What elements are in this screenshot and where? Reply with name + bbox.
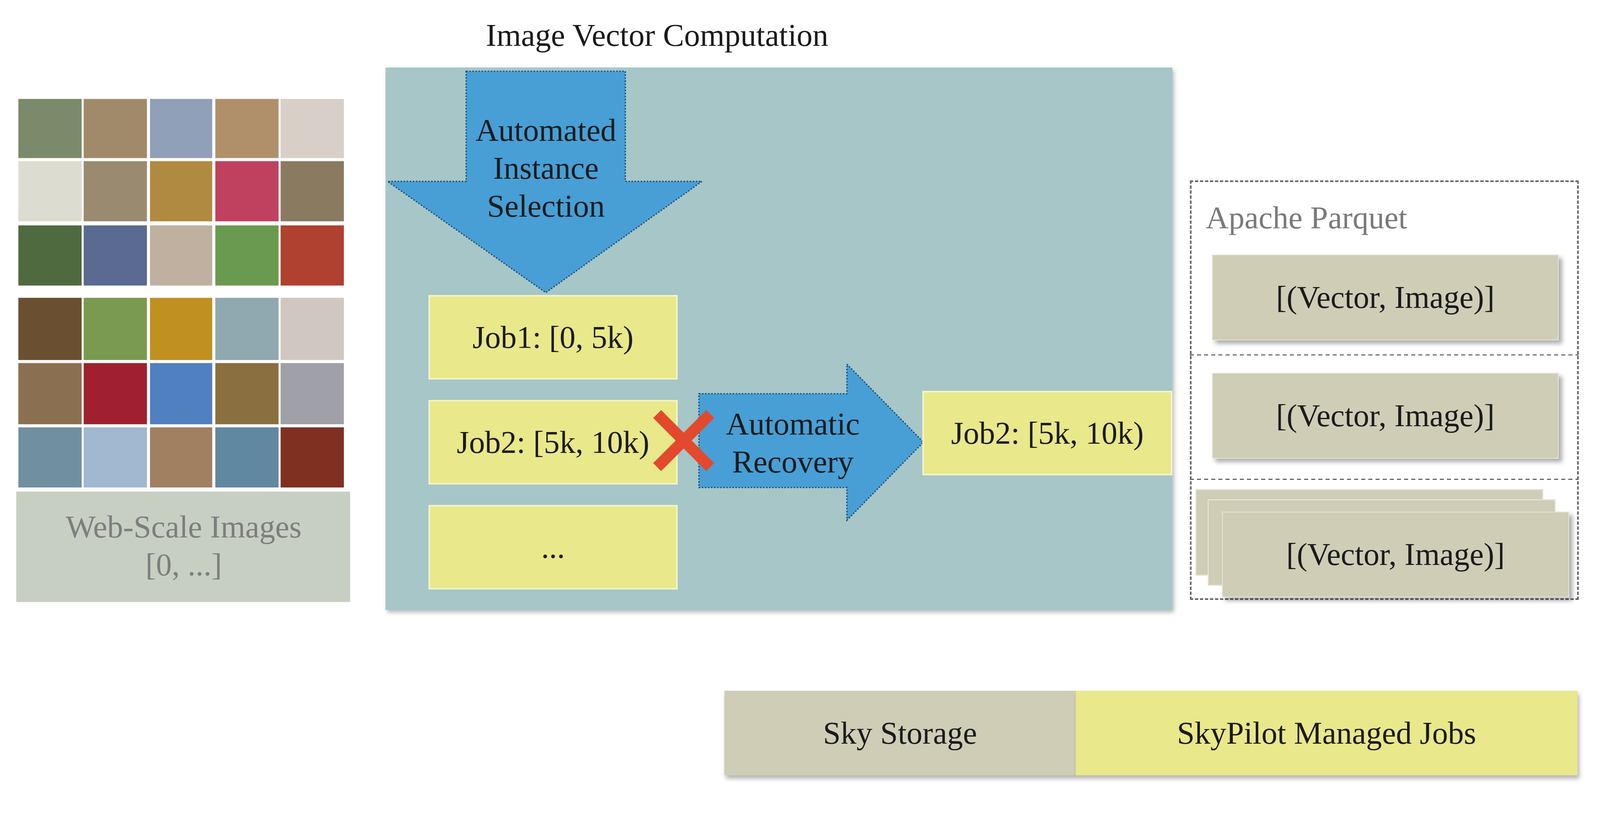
photo-tile bbox=[280, 225, 344, 286]
photo-tile bbox=[83, 225, 148, 286]
photo-tile bbox=[18, 225, 82, 286]
photo-tile bbox=[18, 98, 82, 158]
photo-tile bbox=[83, 363, 148, 425]
record-label: [(Vector, Image)] bbox=[1276, 396, 1495, 435]
photo-tile bbox=[280, 427, 344, 488]
failure-cross bbox=[657, 414, 711, 468]
photo-tile bbox=[215, 161, 279, 222]
record-box: [(Vector, Image)] bbox=[1211, 373, 1559, 459]
arrow-shape: Automatic Recovery bbox=[698, 364, 924, 521]
job-box: Job2: [5k, 10k) bbox=[428, 400, 678, 485]
photo-tile bbox=[150, 363, 213, 425]
photo-tile bbox=[83, 297, 148, 361]
photo-tile bbox=[280, 161, 344, 222]
arrow-label: Automatic Recovery bbox=[711, 405, 875, 481]
record-box: [(Vector, Image)] bbox=[1211, 254, 1559, 341]
failure-cross bbox=[657, 414, 711, 468]
photo-tile bbox=[150, 427, 213, 488]
photo-tile bbox=[83, 427, 148, 488]
section-divider bbox=[1189, 354, 1579, 356]
arrow-body bbox=[698, 364, 924, 521]
job-label: ... bbox=[540, 528, 565, 567]
photo-tile bbox=[18, 297, 82, 361]
photo-tile bbox=[18, 161, 82, 222]
storage-format-group: Apache Parquet [(Vector, Image)] [(Vector,… bbox=[1189, 180, 1579, 600]
arrow-outline bbox=[698, 364, 924, 521]
photo-tile bbox=[83, 98, 148, 158]
job-label: Job1: [0, 5k) bbox=[472, 318, 634, 357]
arrow-body bbox=[387, 71, 702, 293]
panel-heading: Image Vector Computation bbox=[408, 16, 907, 55]
arrow-shape: Automated Instance Selection bbox=[387, 71, 702, 293]
photo-tile bbox=[18, 363, 82, 425]
photo-tile bbox=[150, 297, 213, 361]
photo-tile bbox=[150, 225, 213, 286]
image-grid bbox=[18, 98, 344, 488]
photo-tile bbox=[215, 297, 279, 361]
job-box: Job1: [0, 5k) bbox=[428, 295, 678, 380]
photo-tile bbox=[18, 427, 82, 488]
record-label: [(Vector, Image)] bbox=[1286, 535, 1505, 574]
record-label: [(Vector, Image)] bbox=[1276, 278, 1495, 317]
photo-tile bbox=[280, 297, 344, 361]
platform-bar: Sky Storage bbox=[724, 691, 1076, 776]
platform-label: Sky Storage bbox=[823, 714, 977, 753]
photo-tile bbox=[215, 225, 279, 286]
photo-tile bbox=[215, 363, 279, 425]
platform-label: SkyPilot Managed Jobs bbox=[1176, 714, 1477, 753]
image-source-box: Web-Scale Images [0, ...] bbox=[16, 491, 351, 602]
photo-tile bbox=[150, 98, 213, 158]
job-box: ... bbox=[428, 505, 678, 590]
arrow-label: Automated Instance Selection bbox=[459, 111, 633, 226]
job-box: Job2: [5k, 10k) bbox=[922, 390, 1173, 476]
photo-tile bbox=[83, 161, 148, 222]
computation-panel: Image Vector ComputationAutomated Instan… bbox=[385, 67, 1173, 611]
source-label: Web-Scale Images [0, ...] bbox=[56, 508, 312, 584]
job-label: Job2: [5k, 10k) bbox=[456, 423, 650, 462]
section-divider bbox=[1189, 478, 1579, 481]
photo-tile bbox=[215, 427, 279, 488]
job-label: Job2: [5k, 10k) bbox=[951, 414, 1144, 453]
photo-tile bbox=[280, 98, 344, 158]
photo-tile bbox=[280, 363, 344, 425]
photo-tile bbox=[215, 98, 279, 158]
group-heading: Apache Parquet bbox=[1205, 198, 1553, 237]
photo-tile bbox=[150, 161, 213, 222]
record-box: [(Vector, Image)] bbox=[1221, 511, 1569, 598]
platform-bar: SkyPilot Managed Jobs bbox=[1075, 691, 1578, 776]
